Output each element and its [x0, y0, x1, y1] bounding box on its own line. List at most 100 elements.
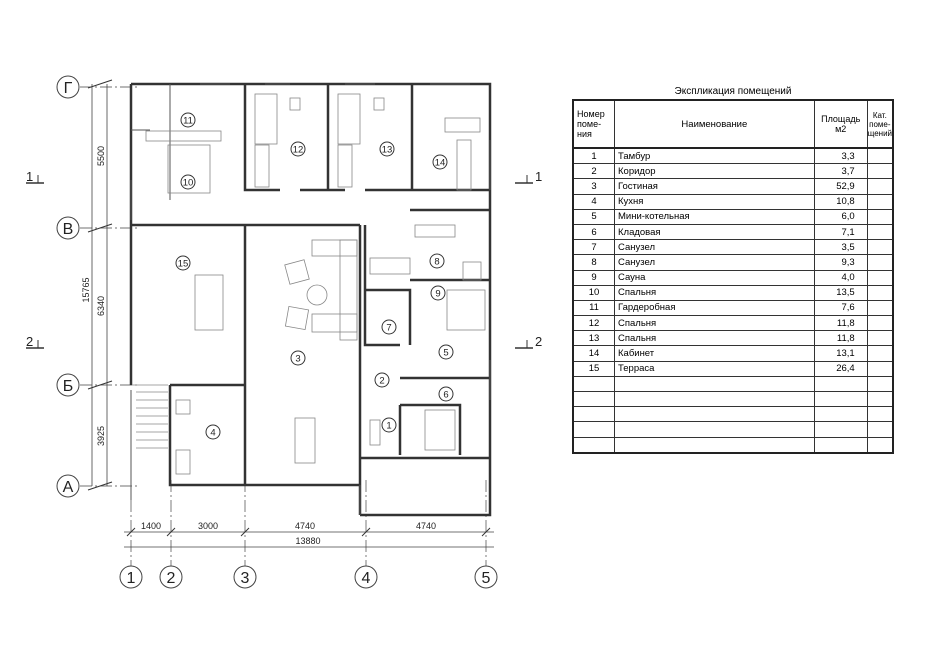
room-category-cell — [866, 390, 894, 408]
room-number: 5 — [443, 348, 448, 359]
dim-tick — [87, 380, 113, 390]
table-row — [572, 375, 894, 393]
dim-text: 3000 — [198, 521, 218, 531]
room-marker — [379, 141, 395, 157]
room-number: 7 — [386, 323, 391, 334]
room-area-cell: 11,8 — [813, 315, 868, 332]
room-area-cell: 9,3 — [813, 254, 868, 271]
section-label: 2 — [26, 334, 33, 349]
room-marker — [381, 417, 397, 433]
room-area-cell — [813, 436, 868, 454]
dim-text: 4740 — [295, 521, 315, 531]
room-number-cell: 13 — [572, 330, 615, 347]
room-number-cell — [572, 375, 615, 393]
room-number-cell: 5 — [572, 208, 615, 225]
axis-bubble — [474, 565, 498, 589]
room-category-cell — [866, 163, 894, 180]
room-name-cell — [614, 390, 815, 408]
room-marker — [438, 344, 454, 360]
room-name-cell — [614, 436, 815, 454]
room-number-cell: 11 — [572, 299, 615, 317]
room-area-cell: 3,3 — [813, 147, 868, 165]
room-area-cell: 7,1 — [813, 223, 868, 241]
header-area: Площадь м2 — [813, 99, 868, 149]
room-area-cell: 26,4 — [813, 360, 868, 377]
room-name-cell: Терраса — [614, 360, 815, 377]
room-number-cell: 1 — [572, 147, 615, 165]
room-area-cell — [813, 390, 868, 408]
dim-tick — [166, 527, 176, 537]
room-number: 13 — [382, 145, 393, 156]
room-area-cell: 13,1 — [813, 345, 868, 362]
axis-label: 4 — [362, 570, 371, 587]
room-category-cell — [866, 436, 894, 454]
room-category-cell — [866, 193, 894, 210]
room-marker — [205, 424, 221, 440]
axis-label: А — [63, 479, 74, 496]
room-name-cell: Сауна — [614, 269, 815, 286]
dim-tick — [87, 481, 113, 491]
room-category-cell — [866, 345, 894, 362]
room-category-cell — [866, 315, 894, 332]
walls — [129, 82, 492, 517]
room-category-cell — [866, 178, 894, 195]
dim-text: 6340 — [96, 296, 106, 316]
dim-tick — [87, 223, 113, 233]
room-category-cell — [866, 147, 894, 165]
room-category-cell — [866, 254, 894, 271]
dim-text: 5500 — [96, 146, 106, 166]
dim-tick — [87, 79, 113, 89]
room-area-cell: 11,8 — [813, 330, 868, 347]
room-category-cell — [866, 330, 894, 347]
room-name-cell: Спальня — [614, 330, 815, 347]
section-label: 2 — [535, 334, 542, 349]
room-category-cell — [866, 406, 894, 423]
dim-tick — [361, 527, 371, 537]
room-name-cell — [614, 421, 815, 438]
room-number: 2 — [379, 376, 384, 387]
room-marker — [180, 112, 196, 128]
room-number-cell — [572, 436, 615, 454]
room-number: 9 — [435, 289, 440, 300]
room-number-cell — [572, 421, 615, 438]
room-area-cell: 52,9 — [813, 178, 868, 195]
room-name-cell: Гардеробная — [614, 299, 815, 317]
table-row — [572, 390, 894, 408]
furniture — [132, 93, 486, 475]
room-area-cell: 4,0 — [813, 269, 868, 286]
room-number: 14 — [435, 158, 446, 169]
header-number: Номер поме-ния — [572, 99, 615, 149]
axis-label: Б — [63, 378, 74, 395]
room-number-cell: 9 — [572, 269, 615, 286]
room-area-cell — [813, 375, 868, 393]
dim-text: 4740 — [416, 521, 436, 531]
room-category-cell — [866, 239, 894, 256]
room-category-cell — [866, 299, 894, 317]
room-number: 1 — [386, 421, 391, 432]
room-name-cell: Кухня — [614, 193, 815, 210]
room-name-cell: Кладовая — [614, 223, 815, 241]
room-name-cell: Мини-котельная — [614, 208, 815, 225]
room-number-cell: 15 — [572, 360, 615, 377]
dim-tick — [240, 527, 250, 537]
room-area-cell — [813, 406, 868, 423]
room-area-cell — [813, 421, 868, 438]
axis-label: 5 — [482, 570, 491, 587]
room-marker — [438, 386, 454, 402]
axis-bubble — [233, 565, 257, 589]
section-label: 1 — [535, 169, 542, 184]
header-name: Наименование — [614, 99, 815, 149]
room-category-cell — [866, 223, 894, 241]
room-name-cell: Санузел — [614, 254, 815, 271]
dim-text: 1400 — [141, 521, 161, 531]
